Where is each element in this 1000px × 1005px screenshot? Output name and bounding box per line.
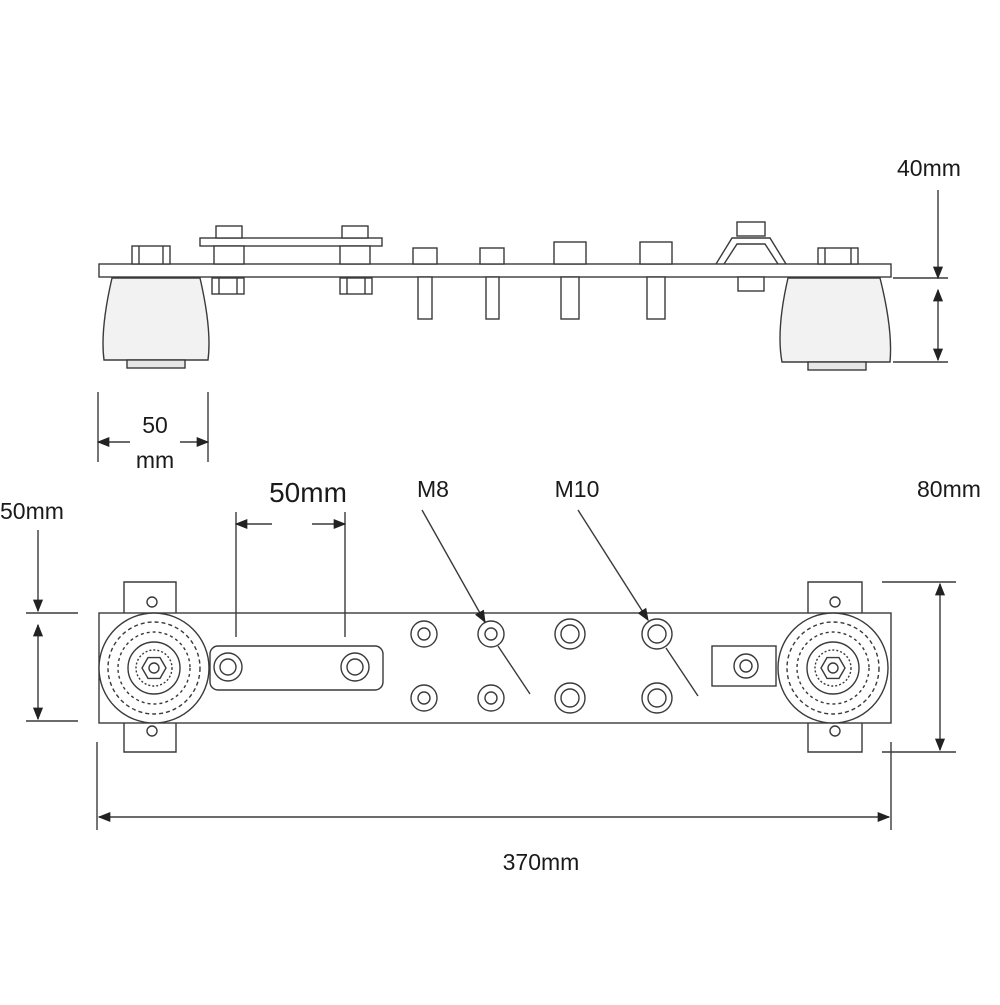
m10-stud-top-3 [554,682,586,714]
right-insulator-side [779,277,892,363]
label-50mm-left: 50mm [0,498,64,524]
top-view [26,509,956,830]
link-plate-side [199,237,383,247]
label-80mm: 80mm [917,476,981,502]
right-insulator-foot [807,361,867,371]
link-plate-top [209,645,384,691]
m8-stud-top-3 [410,684,438,712]
link-nut-left [213,652,243,682]
m8-stud-top-4 [477,684,505,712]
dim-50mm-left [26,530,78,722]
right-insulator-top [777,612,889,724]
dim-370mm [96,742,892,830]
m8-stud-top-1 [410,620,438,648]
m8-stud-side-2 [479,247,505,320]
m8-stud-top-2 [477,620,505,648]
link-nut-right [340,652,370,682]
label-40mm: 40mm [897,155,961,181]
m10-stud-top-4 [641,682,673,714]
left-insulator-top [98,612,210,724]
m10-stud-side-1 [553,241,587,320]
dim-80mm [882,581,956,753]
left-insulator-side [102,277,210,361]
u-clamp-top [711,645,777,687]
dim-40mm [893,190,948,363]
m10-stud-top-1 [554,618,586,650]
label-50mm-link: 50mm [269,477,347,508]
label-50-insulator-line1: 50 [142,412,168,438]
label-m8: M8 [417,476,449,502]
u-clamp-side [715,221,787,292]
link-bolt-right-top [341,225,369,239]
link-bolt-left-bottom [211,277,245,295]
m8-leader [421,509,531,695]
label-50-insulator-line2: mm [136,447,174,473]
label-370mm: 370mm [503,849,580,875]
dim-50mm-insulator [96,392,210,462]
link-bolt-right-bottom [339,277,373,295]
link-bolt-left-top [215,225,243,239]
left-insulator-foot [126,359,186,369]
side-view [96,190,948,462]
dim-50mm-link [234,512,347,637]
m10-leader [577,509,699,697]
m10-stud-side-2 [639,241,673,320]
busbar-side [98,263,892,278]
left-end-nut-side [131,245,171,265]
label-m10: M10 [555,476,600,502]
m8-stud-side-1 [412,247,438,320]
m10-stud-top-2 [641,618,673,650]
right-end-nut-side [817,247,859,265]
